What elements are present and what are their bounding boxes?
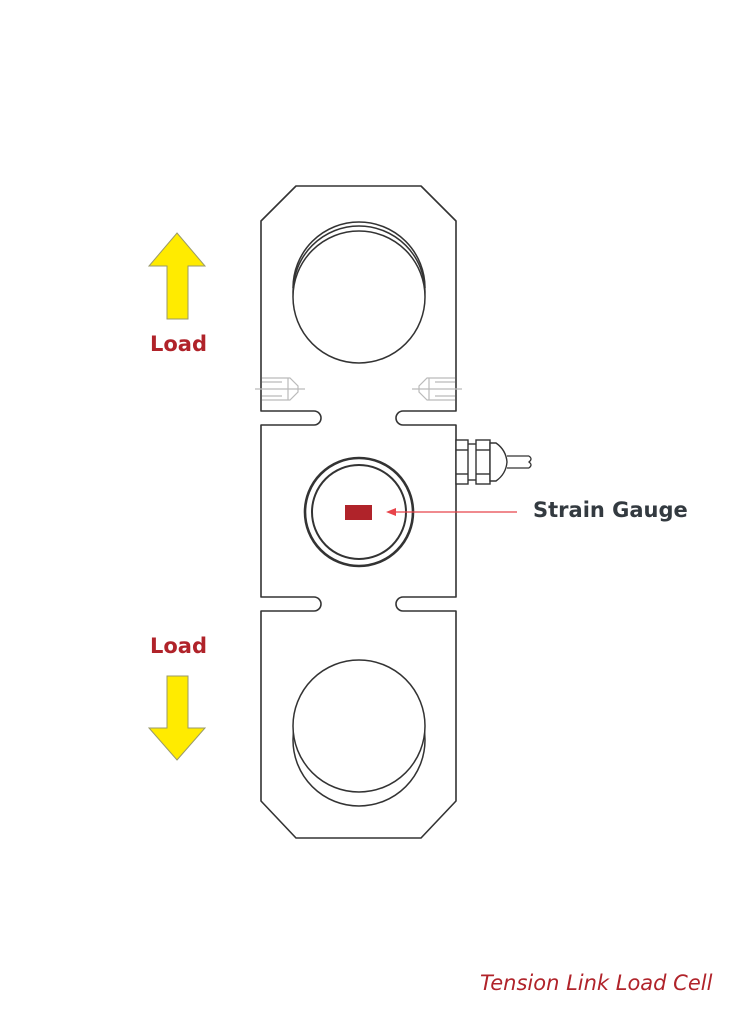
strain-gauge-pointer — [386, 508, 517, 516]
set-screw-right — [412, 377, 462, 401]
cable-gland — [455, 439, 508, 485]
set-screw-left — [255, 377, 305, 401]
load-label-top: Load — [150, 332, 208, 356]
bottom-shackle-hole — [292, 659, 426, 807]
cable — [507, 455, 532, 469]
top-shackle-hole — [292, 221, 426, 364]
load-cell-body — [260, 185, 457, 839]
load-arrow-down-icon — [147, 675, 207, 761]
strain-gauge — [345, 505, 372, 520]
load-label-bottom: Load — [150, 634, 208, 658]
strain-gauge-label: Strain Gauge — [533, 498, 688, 522]
diagram-caption: Tension Link Load Cell — [480, 971, 713, 995]
load-arrow-up-icon — [147, 232, 207, 320]
